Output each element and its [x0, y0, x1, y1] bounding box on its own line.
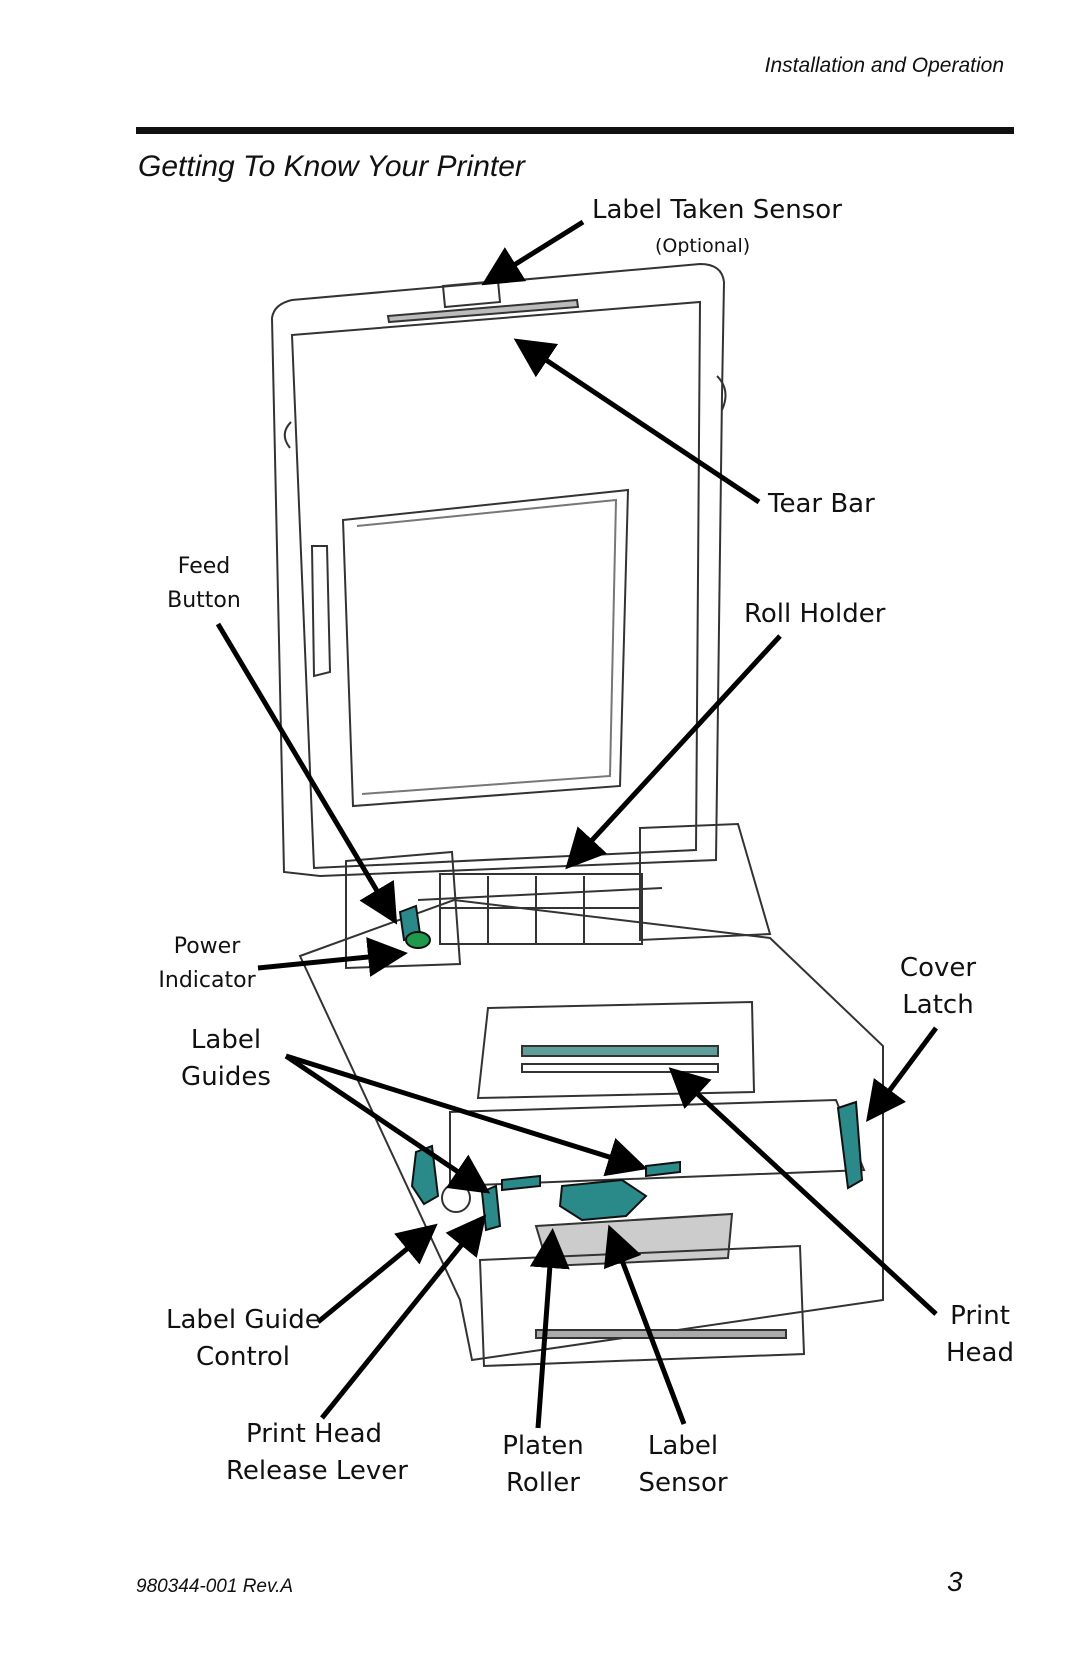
page-number: 3: [947, 1566, 963, 1597]
label-guide-control-line-2: Control: [196, 1342, 290, 1372]
optional-label: (Optional): [655, 235, 751, 257]
arrow-print-head: [668, 1067, 938, 1316]
platen-roller-line-1: Platen: [502, 1431, 584, 1461]
label-guides-line-1: Label: [190, 1025, 262, 1055]
arrow-label-guides-b: [285, 1053, 648, 1177]
print-head-line-2: Head: [946, 1338, 1014, 1368]
label-sensor-label: Label Sensor: [638, 1428, 728, 1502]
arrow-label-taken-sensor: [481, 219, 585, 286]
cover-latch-label: Cover Latch: [898, 950, 978, 1024]
header-rule: [136, 127, 1014, 134]
power-indicator-line-1: Power: [173, 934, 241, 959]
tear-bar-part: [386, 298, 580, 324]
platen-roller-line-2: Roller: [506, 1468, 580, 1498]
label-guides-label: Label Guides: [180, 1022, 272, 1096]
printer-lid: [270, 262, 726, 878]
platen-roller-label: Platen Roller: [498, 1428, 588, 1502]
print-head-line-1: Print: [950, 1301, 1010, 1331]
arrow-feed-button: [215, 622, 398, 925]
cover-latch-part: [836, 1100, 864, 1190]
arrow-power-indicator: [257, 937, 408, 977]
feed-button-label: Feed Button: [164, 550, 244, 618]
arrow-label-guide-control: [316, 1223, 438, 1324]
label-taken-sensor-label: Label Taken Sensor: [592, 195, 842, 225]
print-head-part: [521, 1045, 719, 1057]
cover-latch-line-1: Cover: [899, 953, 977, 983]
cover-latch-line-2: Latch: [902, 990, 974, 1020]
print-head-release-line-2: Release Lever: [226, 1456, 408, 1486]
feed-button-line-2: Button: [167, 588, 241, 613]
power-led: [405, 931, 431, 949]
doc-number: 980344-001 Rev.A: [136, 1576, 294, 1597]
print-head-label: Print Head: [940, 1298, 1020, 1372]
roll-holder-part: [417, 873, 663, 945]
label-guide-control-line-1: Label Guide: [166, 1305, 321, 1335]
label-guides-line-2: Guides: [181, 1062, 271, 1092]
power-indicator-label: Power Indicator: [154, 930, 260, 998]
arrow-label-sensor: [603, 1224, 687, 1425]
arrow-platen-roller: [529, 1228, 570, 1429]
arrow-roll-holder: [565, 634, 782, 870]
roll-holder-label: Roll Holder: [744, 599, 886, 629]
label-sensor-line-2: Sensor: [638, 1468, 728, 1498]
arrow-label-guides-a: [284, 1053, 491, 1194]
label-sensor-line-1: Label: [647, 1431, 719, 1461]
arrow-tear-bar: [513, 338, 761, 505]
feed-button-line-1: Feed: [177, 554, 231, 579]
arrow-cover-latch: [866, 1026, 939, 1123]
page-title: Getting To Know Your Printer: [138, 150, 525, 183]
power-indicator-line-2: Indicator: [158, 968, 256, 993]
print-head-release-line-1: Print Head: [245, 1419, 383, 1449]
tear-bar-label: Tear Bar: [768, 489, 875, 519]
arrow-print-head-release: [320, 1214, 487, 1420]
label-guide-control-label: Label Guide Control: [166, 1302, 321, 1376]
left-guide-part: [410, 1144, 440, 1206]
section-header: Installation and Operation: [764, 54, 1004, 77]
label-guide-center: [558, 1178, 648, 1222]
print-head-release-lever-label: Print Head Release Lever: [226, 1416, 408, 1490]
printer-base: [298, 898, 884, 1362]
